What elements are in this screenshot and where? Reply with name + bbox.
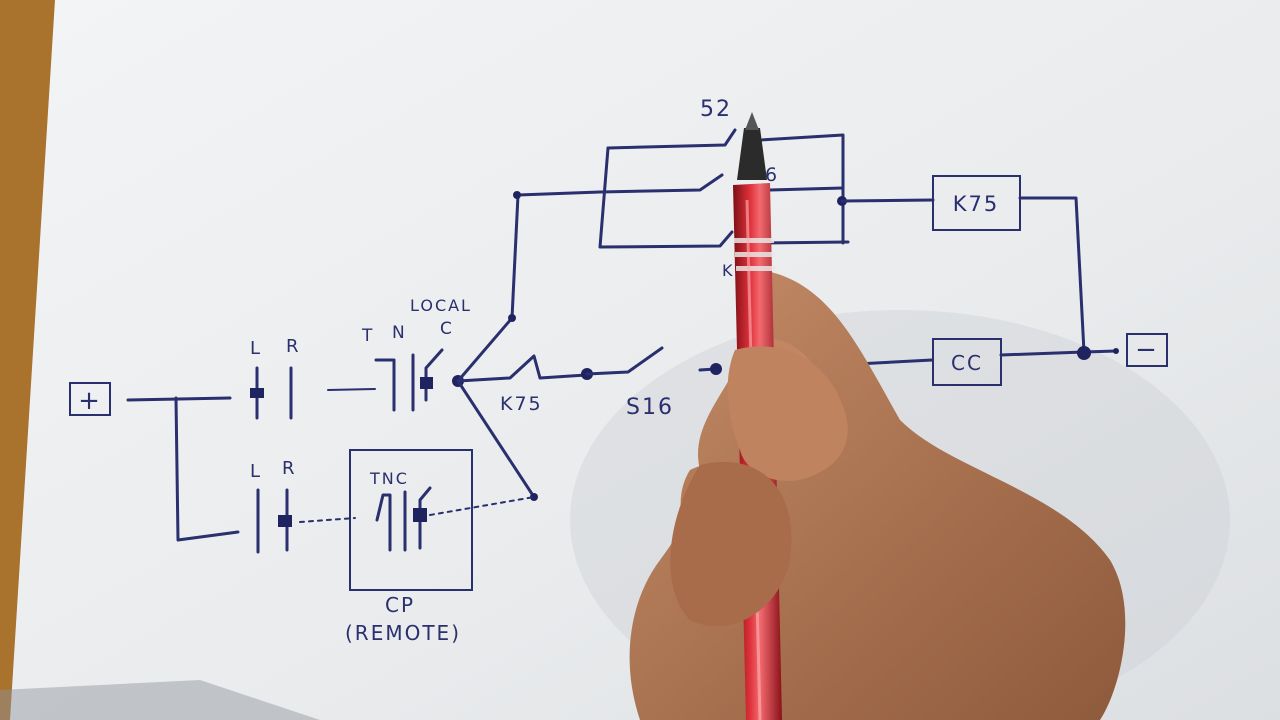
wire-up-to-52 [456, 190, 602, 383]
node-minus-junction [1077, 346, 1091, 360]
tnc-c-marker [420, 377, 433, 389]
cp-remote-box [349, 449, 473, 591]
node-top-left [513, 191, 521, 199]
label-c-local: C [440, 319, 454, 339]
switch-contact-lower [278, 515, 292, 527]
hand-with-pen [629, 112, 1126, 720]
label-n-local: N [392, 323, 407, 343]
label-cp: CP [385, 593, 415, 617]
s16-switch-symbol [585, 346, 664, 376]
middle-finger [670, 461, 792, 627]
pen-ring-1 [734, 238, 774, 243]
wire-cp-to-remote [429, 496, 535, 516]
wire-to-tnc [327, 388, 376, 391]
minus-label: − [1135, 335, 1159, 365]
label-t-local: T [361, 326, 374, 346]
wire-feed [126, 396, 232, 402]
contact-52-bus-left [598, 146, 734, 249]
wire-to-k75 [840, 198, 935, 203]
label-52: 52 [700, 97, 732, 122]
cp-c-marker [413, 508, 427, 522]
relay-cc-label: CC [951, 351, 983, 375]
node-bend [508, 314, 516, 322]
contact-52-mid-right [768, 186, 845, 192]
label-r-upper: R [286, 336, 301, 357]
wire-to-remote [456, 379, 536, 499]
pen-point [745, 112, 759, 130]
label-k-partial: K [722, 261, 735, 280]
contact-52-bottom-right [758, 240, 850, 245]
cp-t-contact [375, 493, 392, 552]
bottom-shadow [0, 680, 320, 720]
relay-k75-box [932, 175, 1021, 231]
switch-contact-upper [250, 388, 264, 398]
minus-terminal [1126, 333, 1168, 367]
relay-cc-box [932, 338, 1002, 386]
label-remote: (REMOTE) [345, 621, 461, 645]
circuit-diagram: + L R T N C LOCAL K75 S16 [69, 97, 1168, 645]
tnc-c-contact [424, 348, 444, 402]
label-local: LOCAL [410, 296, 472, 315]
label-tnc-remote: TNC [369, 469, 409, 488]
node-minus-end [1113, 348, 1119, 354]
label-r-lower: R [282, 458, 297, 479]
relay-k75-label: K75 [953, 192, 1000, 216]
label-k75-contact: K75 [500, 393, 543, 415]
label-6-partial: 6 [765, 164, 779, 186]
wire-to-cp [299, 517, 356, 523]
label-l-upper: L [250, 338, 262, 359]
contact-52-mid [598, 173, 724, 194]
cp-c-contact [418, 486, 432, 550]
plus-terminal [69, 382, 111, 416]
wire-lower-branch [174, 396, 240, 542]
node-remote [530, 493, 538, 501]
label-l-lower: L [250, 461, 262, 482]
pen-ring-2 [735, 252, 775, 257]
label-s16: S16 [626, 395, 674, 420]
contact-52-right-bus [758, 133, 845, 245]
contact-52-top [606, 128, 737, 150]
plus-label: + [78, 386, 102, 416]
pen-tip [737, 128, 767, 180]
k75-contact-symbol [456, 354, 588, 383]
node-s16-right [710, 363, 722, 375]
wire-k75-to-minus [1018, 196, 1086, 354]
pen-ring-3 [736, 266, 776, 271]
tnc-t-contact [374, 358, 396, 412]
index-finger-over-pen [727, 346, 848, 481]
